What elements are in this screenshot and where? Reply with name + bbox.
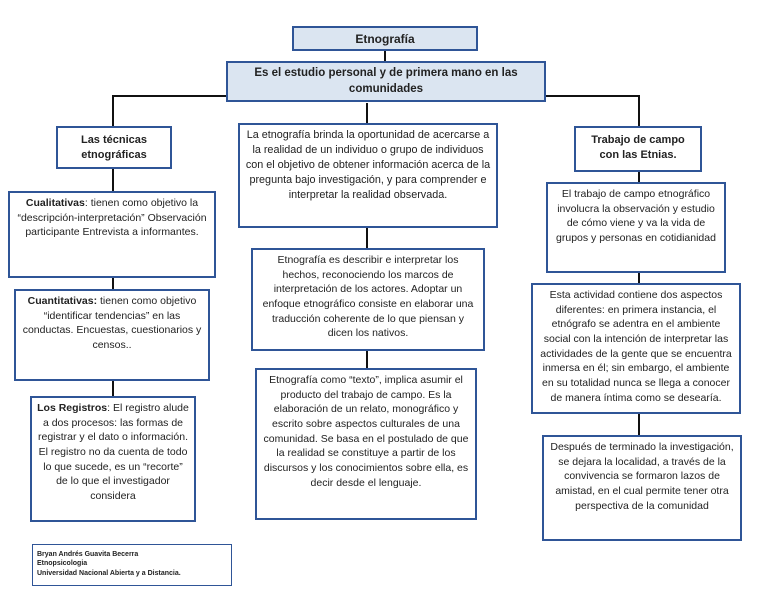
right-header-box: Trabajo de campo con las Etnias.: [574, 126, 702, 172]
title-text: Etnografía: [355, 32, 415, 46]
connector-center-2: [366, 350, 368, 370]
title-box: Etnografía: [292, 26, 478, 51]
center-box-1: La etnografía brinda la oportunidad de a…: [238, 123, 498, 228]
center-box-2: Etnografía es describir e interpretar lo…: [251, 248, 485, 351]
right-text-1: El trabajo de campo etnográfico involucr…: [556, 188, 716, 245]
qualitative-text: : tienen como objetivo la “descripción-i…: [17, 197, 207, 239]
definition-text: Es el estudio personal y de primera mano…: [254, 67, 518, 95]
right-box-3: Después de terminado la investigación, s…: [542, 435, 742, 541]
records-text: : El registro alude a dos procesos: las …: [38, 402, 189, 503]
center-text-3: Etnografía como “texto”, implica asumir …: [263, 374, 469, 489]
connector-left-1: [112, 168, 114, 192]
right-text-3: Después de terminado la investigación, s…: [550, 441, 734, 512]
qualitative-label: Cualitativas: [25, 197, 85, 209]
right-text-2: Esta actividad contiene dos aspectos dif…: [540, 289, 732, 404]
author-name: Bryan Andrés Guavita Becerra: [37, 551, 139, 558]
connector-left-3: [112, 380, 114, 398]
connector-center-1: [366, 227, 368, 249]
left-header-box: Las técnicas etnográficas: [56, 126, 172, 169]
connector-right-1: [638, 172, 640, 184]
connector-left-down: [112, 95, 114, 127]
connector-center-down: [366, 103, 368, 125]
quantitative-text: tienen como objetivo “identificar tenden…: [22, 295, 202, 352]
definition-box: Es el estudio personal y de primera mano…: [226, 61, 546, 102]
connector-title-definition: [384, 50, 386, 62]
left-header-text: Las técnicas etnográficas: [80, 134, 148, 162]
right-header-text: Trabajo de campo con las Etnias.: [591, 134, 685, 162]
right-box-2: Esta actividad contiene dos aspectos dif…: [531, 283, 741, 414]
quantitative-label: Cuantitativas:: [27, 295, 98, 307]
credits-box: Bryan Andrés Guavita Becerra Etnopsicolo…: [32, 544, 232, 586]
records-label: Los Registros: [37, 402, 108, 414]
connector-right-2: [638, 272, 640, 284]
university-name: Universidad Nacional Abierta y a Distanc…: [37, 569, 181, 577]
center-text-1: La etnografía brinda la oportunidad de a…: [245, 129, 491, 202]
right-box-1: El trabajo de campo etnográfico involucr…: [546, 182, 726, 273]
qualitative-box: Cualitativas: tienen como objetivo la “d…: [8, 191, 216, 278]
center-box-3: Etnografía como “texto”, implica asumir …: [255, 368, 477, 520]
records-box: Los Registros: El registro alude a dos p…: [30, 396, 196, 522]
course-name: Etnopsicologia: [37, 560, 88, 568]
center-text-2: Etnografía es describir e interpretar lo…: [262, 254, 474, 340]
connector-left-2: [112, 277, 114, 289]
quantitative-box: Cuantitativas: tienen como objetivo “ide…: [14, 289, 210, 381]
connector-right-down: [638, 95, 640, 127]
connector-right-3: [638, 414, 640, 436]
